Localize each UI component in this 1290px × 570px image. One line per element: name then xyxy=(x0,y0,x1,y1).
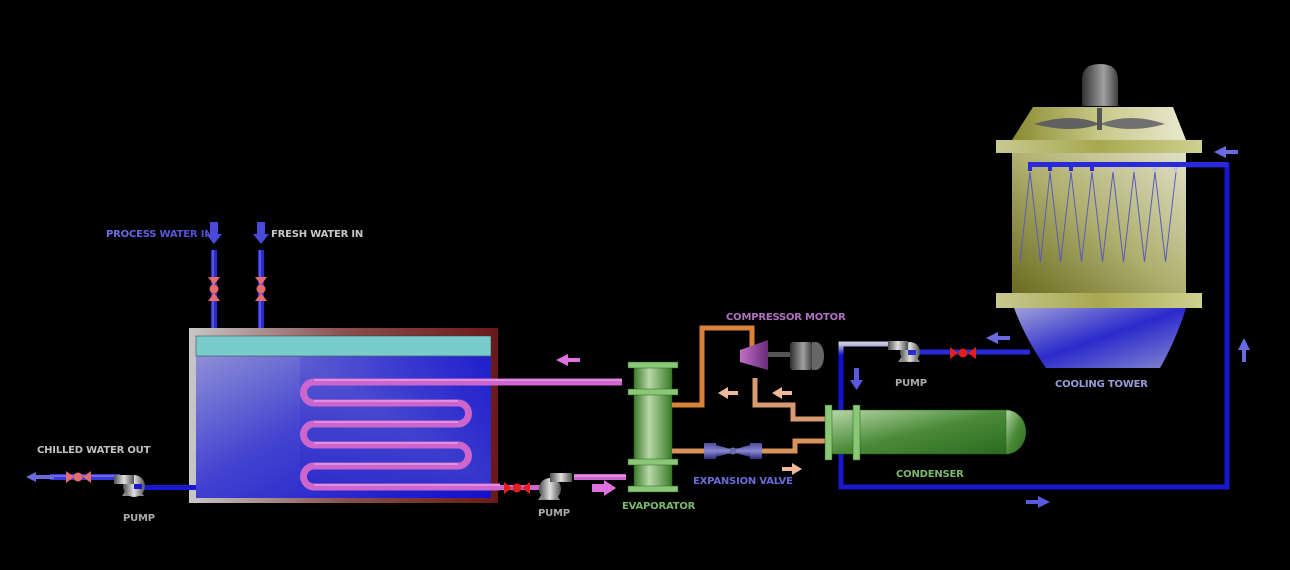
coil-return-line xyxy=(500,354,626,500)
drive-shaft xyxy=(768,352,790,357)
expansion-valve[interactable] xyxy=(704,443,762,459)
chilled-coil xyxy=(300,378,622,491)
motor[interactable] xyxy=(790,342,824,370)
chilled-water-outlet xyxy=(26,471,196,497)
label-evaporator: EVAPORATOR xyxy=(622,501,696,512)
left-arrow-icon xyxy=(556,354,580,366)
left-arrow-icon xyxy=(718,387,738,399)
down-arrow-icon xyxy=(206,222,222,244)
label-pump-middle: PUMP xyxy=(538,508,570,519)
pump-right[interactable] xyxy=(888,341,920,362)
label-cooling-tower: COOLING TOWER xyxy=(1055,379,1148,390)
down-arrow-icon xyxy=(850,368,863,390)
spray-nozzle xyxy=(1111,167,1115,171)
spray-nozzle xyxy=(1028,167,1032,171)
label-pump-left: PUMP xyxy=(123,513,155,524)
label-process-water-in: PROCESS WATER IN xyxy=(106,229,212,240)
condenser[interactable] xyxy=(824,404,1027,461)
valve-icon[interactable] xyxy=(208,277,220,301)
label-expansion-valve: EXPANSION VALVE xyxy=(693,476,793,487)
label-fresh-water-in: FRESH WATER IN xyxy=(271,229,363,240)
evaporator[interactable] xyxy=(627,361,679,493)
left-arrow-icon xyxy=(986,332,1010,344)
spray-nozzle xyxy=(1090,167,1094,171)
compressor[interactable] xyxy=(740,340,768,370)
spray-nozzle xyxy=(1048,167,1052,171)
left-arrow-icon xyxy=(1214,146,1238,158)
label-pump-right: PUMP xyxy=(895,378,927,389)
valve-icon[interactable] xyxy=(504,482,530,494)
label-chilled-water-out: CHILLED WATER OUT xyxy=(37,445,151,456)
tank-water-surface xyxy=(195,335,492,357)
left-arrow-icon xyxy=(26,472,54,482)
pump-left[interactable] xyxy=(114,475,145,497)
valve-icon[interactable] xyxy=(255,277,267,301)
spray-nozzle xyxy=(1132,167,1136,171)
spray-nozzle xyxy=(1174,167,1178,171)
right-arrow-icon xyxy=(592,480,616,496)
right-arrow-icon xyxy=(1026,496,1050,508)
pump-middle[interactable] xyxy=(538,473,572,500)
fan-blade xyxy=(1034,118,1100,129)
storage-tank xyxy=(189,328,498,503)
process-water-inlet xyxy=(206,222,222,328)
valve-icon[interactable] xyxy=(950,347,976,359)
fan-motor xyxy=(1082,64,1118,106)
spray-nozzle xyxy=(1153,167,1157,171)
fan-blade xyxy=(1100,118,1165,129)
valve-icon[interactable] xyxy=(66,471,91,483)
spray-nozzle xyxy=(1069,167,1073,171)
left-arrow-icon xyxy=(772,387,792,399)
right-arrow-icon xyxy=(782,463,802,475)
label-condenser: CONDENSER xyxy=(896,469,964,480)
fresh-water-inlet xyxy=(253,222,269,328)
spray-pattern xyxy=(1019,171,1177,263)
cooling-tower[interactable] xyxy=(996,64,1228,368)
spray-nozzles xyxy=(1019,167,1178,263)
label-compressor: COMPRESSOR xyxy=(726,312,802,323)
down-arrow-icon xyxy=(253,222,269,244)
label-motor: MOTOR xyxy=(805,312,846,323)
up-arrow-icon xyxy=(1238,338,1250,362)
